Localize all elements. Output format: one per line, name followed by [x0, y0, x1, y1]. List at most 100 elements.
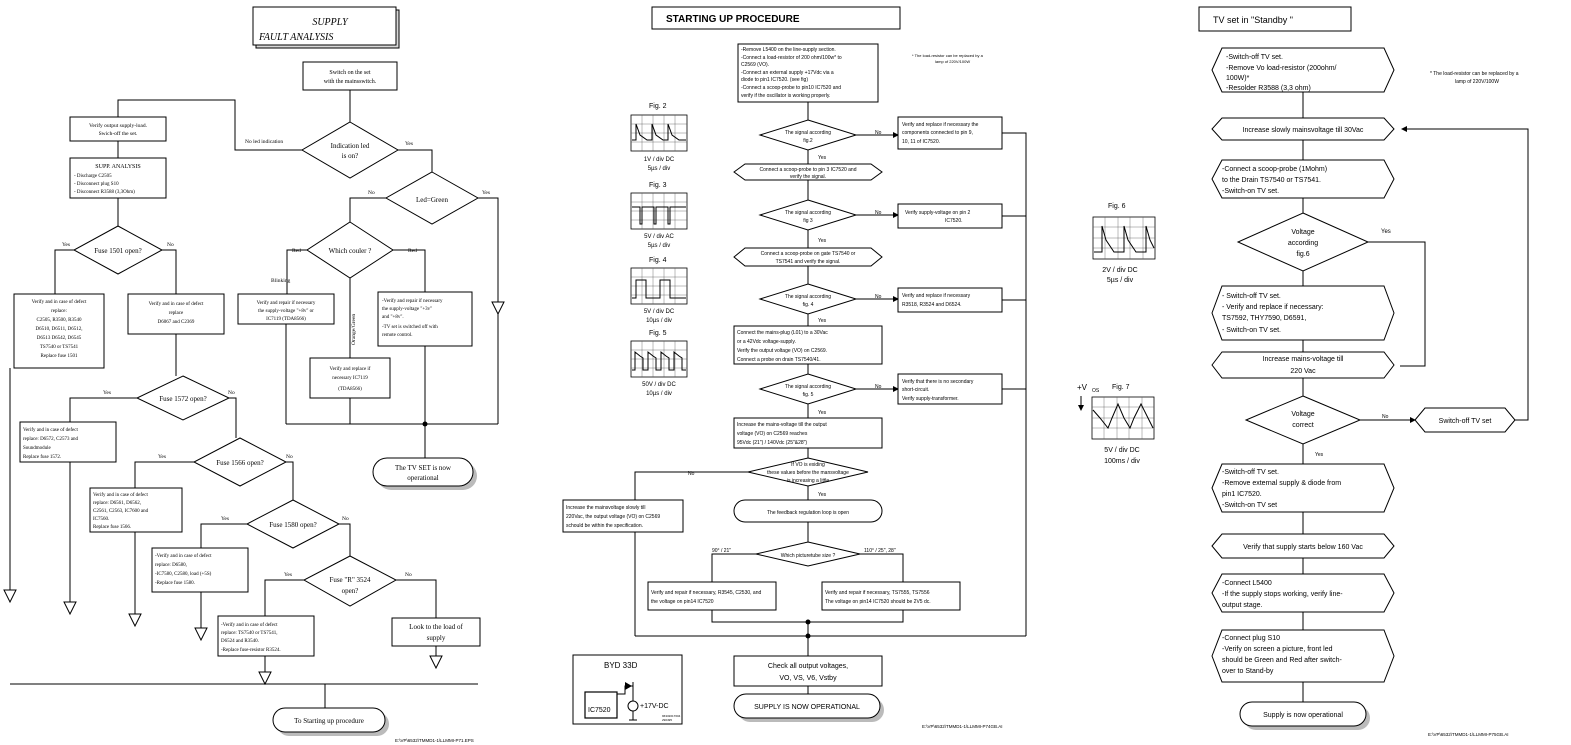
sig2-no-label: No: [875, 130, 882, 136]
step2-line1: Connect a scoop-probe to pin 3 IC7520 an…: [759, 167, 856, 173]
byd-label: BYD 33D: [604, 661, 638, 670]
sig3-no-label: No: [875, 210, 882, 216]
verify-ic7119-line3: (TDA8566): [338, 387, 362, 392]
verify1580-line2: replace: D6580,: [155, 563, 187, 568]
fig7-cap-line1: 5V / div DC: [1104, 447, 1139, 454]
fuse1572-label: Fuse 1572 open?: [159, 395, 206, 403]
panel2-footnote-line1: * The load-resistor can be replaced by a: [912, 53, 984, 58]
to-starting-up-terminal: [272, 707, 386, 733]
fuse3524-yes-label: Yes: [284, 572, 292, 578]
verify1501-line3: C2505, R3500, R3540: [36, 318, 82, 323]
sig3-yes-label: Yes: [818, 238, 827, 244]
panel1-title-line2: FAULT ANALYSIS: [258, 32, 333, 43]
verify1580-line1: -Verify and in case of defect: [155, 554, 212, 559]
verify-160vac-label: Verify that supply starts below 160 Vac: [1243, 544, 1363, 551]
verify-160vac-box: [1211, 533, 1395, 559]
sig5-line2: fig. 5: [803, 392, 814, 398]
sig5-no-box: [897, 373, 1003, 405]
p3-operational-label: Supply is now operational: [1263, 712, 1343, 719]
verify-ic7119-box: [309, 357, 391, 399]
step1-line3: C2569 (VO).: [741, 62, 769, 68]
sig4-no-line1: Verify and replace if necessary: [902, 293, 971, 299]
tv-operational-line1: The TV SET is now: [395, 464, 452, 472]
step4-line1: Connect the mains-plug (L01) to a 30Vac: [737, 330, 828, 336]
led-green-label: Led=Green: [416, 196, 448, 204]
fig5-label: Fig. 5: [649, 330, 667, 337]
increase-slowly-line1: Increase the mainsvoltage slowly till: [566, 505, 645, 511]
p3-step1-box: [1211, 47, 1395, 93]
voltage-correct-line2: correct: [1292, 422, 1313, 429]
p3-step4-line1: -Switch-off TV set.: [1222, 469, 1279, 476]
indication-led-decision: [301, 121, 399, 179]
verify3524-line4: -Replace fuse-resistor R3524.: [221, 648, 281, 653]
fig4-cap-line2: 10µs / div: [646, 318, 672, 324]
led-green-no-label: No: [368, 190, 375, 196]
verify1501-box: [13, 293, 105, 369]
step2-box: [733, 163, 883, 181]
fig3: Fig. 3 5V / div AC 5µs / div: [630, 182, 688, 249]
verify1572-line4: Replace fuse 1572.: [23, 455, 61, 460]
verify-d6067-box: [127, 293, 225, 335]
p3-step2-line1: -Connect a scoop-probe (1Mohm): [1222, 166, 1327, 173]
sig5-no-line2: short-circuit.: [902, 387, 929, 393]
sig3-no-line1: Verify supply-voltage on pin 2: [905, 210, 971, 216]
indication-yes-label: Yes: [405, 141, 413, 147]
verify-d6067-line1: Verify and in case of defect: [149, 302, 204, 307]
voltage-correct-no-label: No: [1382, 414, 1389, 420]
p3-step6-line3: should be Green and Red after switch-: [1222, 657, 1343, 664]
panel-supply-fault-analysis: SUPPLY FAULT ANALYSIS Switch on the set …: [3, 6, 505, 743]
fig6: Fig. 6 2V / div DC 5µs / div: [1092, 203, 1156, 284]
tube-left-label: 90° / 21": [712, 548, 731, 554]
p3-operational-terminal: [1239, 701, 1367, 727]
step2-line2: verify the signal.: [790, 174, 826, 180]
p3-step2-line2: to the Drain TS7540 or TS7541.: [1222, 177, 1321, 184]
vos-sub-label: OS: [1092, 388, 1100, 394]
ic7520-label: IC7520: [588, 707, 611, 714]
verify-output-box: [69, 116, 167, 142]
which-tube-label: Which picturetube size ?: [781, 553, 836, 559]
supp-analysis-line3: - Disconnect R3588 (3,3Ohm): [74, 190, 135, 195]
verify-repair-3v-line4: -TV set is switched off with: [382, 325, 438, 330]
panel-tv-standby: TV set in "Standby " -Switch-off TV set.…: [1198, 6, 1529, 737]
look-load-box: [391, 617, 481, 647]
fuse1501-label: Fuse 1501 open?: [94, 247, 141, 255]
sig4-no-label: No: [875, 294, 882, 300]
step1-line4: -Connect an external supply +17Vdc via a: [741, 70, 834, 76]
verify-repair-3v-line1: -Verify and repair if necessary: [382, 299, 443, 304]
switch-off-tv-label: Switch-off TV set: [1439, 418, 1492, 425]
tube-right-label: 110° / 25", 28": [864, 548, 896, 554]
step4-line4: Connect a probe on drain TS7540/41.: [737, 357, 821, 363]
fuse1566-no-label: No: [286, 454, 293, 460]
fig4-cap-line1: 5V / div DC: [644, 309, 675, 315]
step5-line2: voltage (VO) on C2569 reaches: [737, 431, 808, 437]
fig7-label: Fig. 7: [1112, 384, 1130, 391]
verify-repair-3v-line5: remote control.: [382, 333, 413, 338]
fuse3524-line1: Fuse "R" 3524: [329, 576, 371, 584]
look-load-line2: supply: [427, 634, 446, 642]
red-left-label: Red: [292, 248, 301, 254]
verify-ic7119-line1: Verify and replace if: [330, 367, 371, 372]
indication-led-line2: is on?: [342, 152, 359, 160]
to-starting-up-label: To Starting up procedure: [294, 717, 364, 725]
supp-analysis-box: [69, 157, 167, 199]
p3-step3-line2: - Verify and replace if necessary:: [1222, 304, 1324, 311]
fig2-cap-line1: 1V / div DC: [644, 157, 675, 163]
verify1566-line5: Replace fuse 1566.: [93, 525, 131, 530]
fig7-cap-line2: 100ms / div: [1104, 458, 1140, 465]
verify3524-line2: replace: TS7540 or TS7541,: [221, 631, 277, 636]
increase-slowly-line3: schould be within the specification.: [566, 523, 643, 529]
which-tube-decision: [755, 541, 861, 567]
plus17-label: +17V-DC: [640, 703, 669, 710]
inset-ref-line2: 290495: [662, 718, 672, 722]
verify1566-box: [89, 487, 183, 533]
verify1566-line4: IC7560.: [93, 517, 109, 522]
sig2-line2: fig.2: [803, 138, 813, 144]
fuse1501-yes-label: Yes: [62, 242, 70, 248]
increase-30vac-box: [1211, 117, 1395, 141]
verify-d6067-line2: replace: [169, 311, 184, 316]
step4-line2: or a 42Vdc voltage-supply.: [737, 339, 796, 345]
verify3524-box: [217, 615, 315, 657]
connector-triangle-b: [3, 589, 17, 604]
fuse1566-decision: [192, 437, 288, 487]
panel2-title-box: [651, 6, 901, 30]
